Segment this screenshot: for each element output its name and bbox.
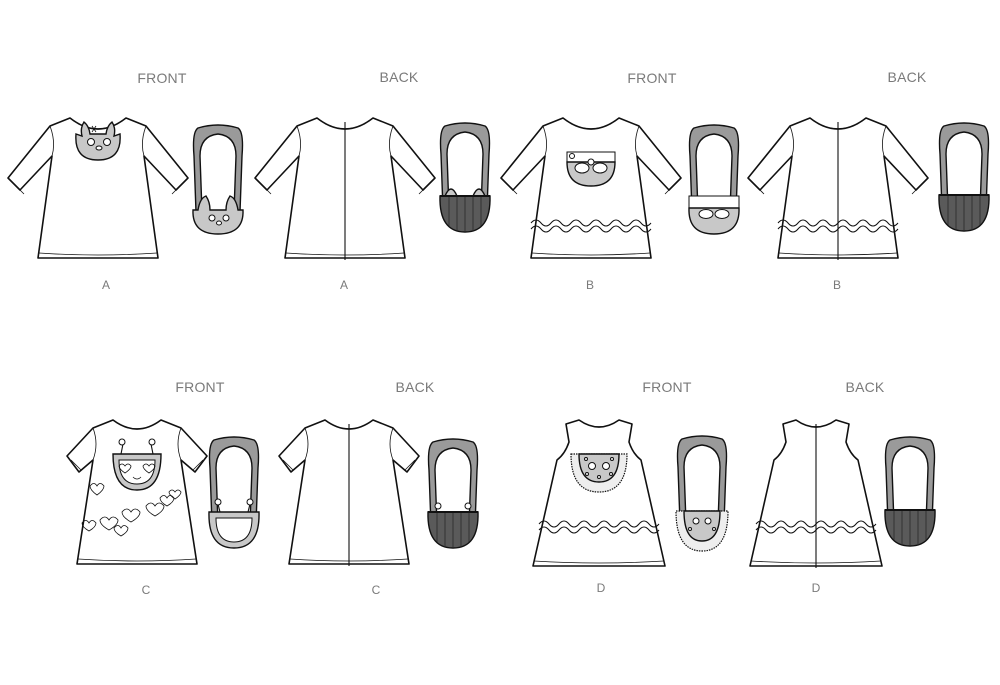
cat-pocket [75, 120, 121, 161]
view-label-a-back: A [339, 278, 349, 292]
view-label-d-front: D [596, 581, 606, 595]
view-label-d-back: D [811, 581, 821, 595]
dress-c-back [278, 419, 420, 566]
dot-face-pocket [570, 453, 628, 493]
heading-back-d: BACK [845, 379, 885, 395]
view-label-b-back: B [832, 278, 842, 292]
bag-d-front [675, 435, 729, 552]
dress-d-back [749, 419, 883, 568]
bag-c-back [426, 438, 480, 549]
dress-b-front [500, 117, 682, 259]
bag-a-back [438, 122, 492, 233]
bag-c-front [208, 436, 260, 549]
hearts [81, 483, 182, 537]
heading-back-c: BACK [395, 379, 435, 395]
bag-a-front [192, 124, 244, 235]
view-label-a-front: A [101, 278, 111, 292]
heading-front-c: FRONT [175, 379, 225, 395]
heading-front-b: FRONT [627, 70, 677, 86]
dress-a-front [7, 117, 189, 259]
heading-front-d: FRONT [642, 379, 692, 395]
heading-back-b: BACK [887, 69, 927, 85]
bag-b-back [937, 122, 991, 232]
view-label-c-back: C [371, 583, 381, 597]
bug-pocket [112, 438, 162, 491]
dress-d-front [532, 419, 666, 567]
dress-c-front [66, 419, 208, 565]
view-label-c-front: C [141, 583, 151, 597]
heading-front-a: FRONT [137, 70, 187, 86]
nest-pocket [566, 151, 616, 187]
dress-a-back [254, 117, 436, 260]
dress-b-back [747, 117, 929, 260]
bag-b-front [688, 124, 740, 235]
heading-back-a: BACK [379, 69, 419, 85]
bag-d-back [883, 436, 937, 547]
view-label-b-front: B [585, 278, 595, 292]
